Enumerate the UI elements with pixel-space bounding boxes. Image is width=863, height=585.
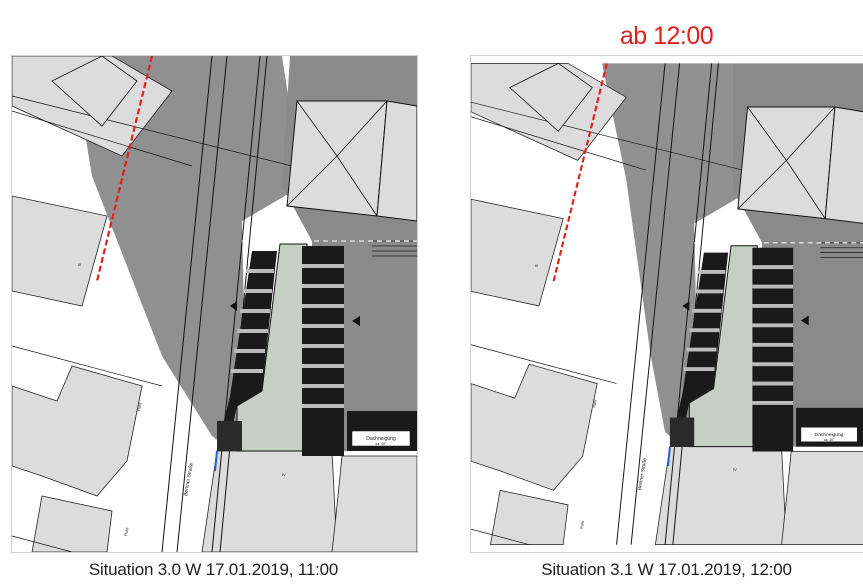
lot-bottom-left-2 — [489, 489, 569, 546]
hatch-lines — [820, 242, 863, 258]
building-bottom-left — [669, 417, 695, 447]
time-annotation: ab 12:00 — [619, 22, 714, 50]
sun-direction-line — [552, 63, 608, 282]
lot-line-2 — [471, 116, 646, 171]
house-top-left — [509, 62, 593, 132]
lot-bottom-right — [781, 451, 863, 546]
road-edge-2 — [630, 63, 681, 545]
label-ruhr-2: Ruhr — [123, 526, 130, 536]
site-plan-panel-left: III IV Berliner Straße Ruhr Ruhr Dachnei… — [11, 55, 418, 553]
caption-right: Situation 3.1 W 17.01.2019, 12:00 — [541, 560, 792, 579]
site-plan-panel-right: III IV Berliner Straße Ruhr Ruhr Dachnei… — [470, 55, 863, 553]
building-right-wing — [752, 247, 794, 452]
hatch-lines — [372, 240, 417, 257]
lot-left-middle — [471, 198, 564, 307]
label-iv: IV — [282, 472, 286, 477]
lot-line-4 — [12, 535, 73, 552]
road-edge-2 — [176, 56, 228, 552]
lot-bottom-center — [654, 446, 787, 546]
roof-pitch-sub: ca. 40° — [824, 438, 835, 442]
roof-pitch-sub: ca. 40° — [376, 442, 388, 446]
lot-bottom-left — [12, 365, 143, 497]
caption-left: Situation 3.0 W 17.01.2019, 11:00 — [88, 560, 339, 579]
lot-line-4 — [471, 528, 530, 545]
marker-triangle-left — [682, 301, 690, 311]
lot-bottom-left-2 — [31, 495, 113, 552]
lot-left-middle — [12, 195, 108, 307]
blue-marker — [667, 446, 671, 467]
road-edge-1 — [161, 56, 213, 552]
house-roof-ridges — [286, 100, 388, 217]
lot-line-2 — [12, 110, 193, 167]
building-left-wing — [217, 251, 277, 451]
label-ruhr-2: Ruhr — [579, 519, 586, 529]
blue-marker — [214, 450, 218, 472]
label-iii: III — [535, 263, 538, 268]
house-top-left — [51, 56, 138, 127]
label-iii: III — [78, 262, 81, 267]
building-right-wing — [302, 246, 344, 456]
street-name: Berliner Straße — [183, 462, 195, 496]
cast-shadow — [602, 63, 753, 447]
street-name: Berliner Straße — [637, 457, 649, 490]
lot-bottom-center — [201, 450, 338, 552]
road-edge-1 — [616, 63, 666, 545]
lot-line-3 — [12, 345, 163, 387]
label-ruhr-1: Ruhr — [136, 401, 143, 411]
roof-label-box — [800, 426, 858, 443]
house-roof-ridges — [737, 106, 836, 219]
roof-pitch-label: Dachneigung — [815, 432, 844, 438]
building-bottom-left — [217, 421, 242, 451]
road-edge-4 — [672, 63, 719, 545]
house-annex — [376, 100, 417, 222]
lot-bottom-left — [471, 363, 598, 491]
site-plan-drawing: III IV Berliner Straße Ruhr Ruhr Dachnei… — [12, 56, 417, 552]
marker-triangle-right — [352, 316, 360, 326]
lot-bottom-right — [331, 455, 417, 552]
road-edge-4 — [219, 56, 268, 552]
house-hip-roof — [737, 106, 836, 220]
sun-direction-line — [95, 56, 154, 282]
site-plan-drawing: III IV Berliner Straße Ruhr Ruhr Dachnei… — [471, 62, 863, 546]
roof-pitch-label: Dachneigung — [366, 436, 396, 442]
marker-triangle-left — [230, 301, 237, 311]
building-left-wing — [669, 252, 729, 447]
lot-line-3 — [471, 344, 617, 384]
marker-triangle-right — [800, 315, 809, 326]
label-ruhr-1: Ruhr — [591, 398, 598, 408]
house-hip-roof — [286, 100, 388, 217]
label-iv: IV — [733, 467, 737, 472]
house-annex — [824, 106, 863, 224]
roof-label-box — [351, 430, 411, 447]
